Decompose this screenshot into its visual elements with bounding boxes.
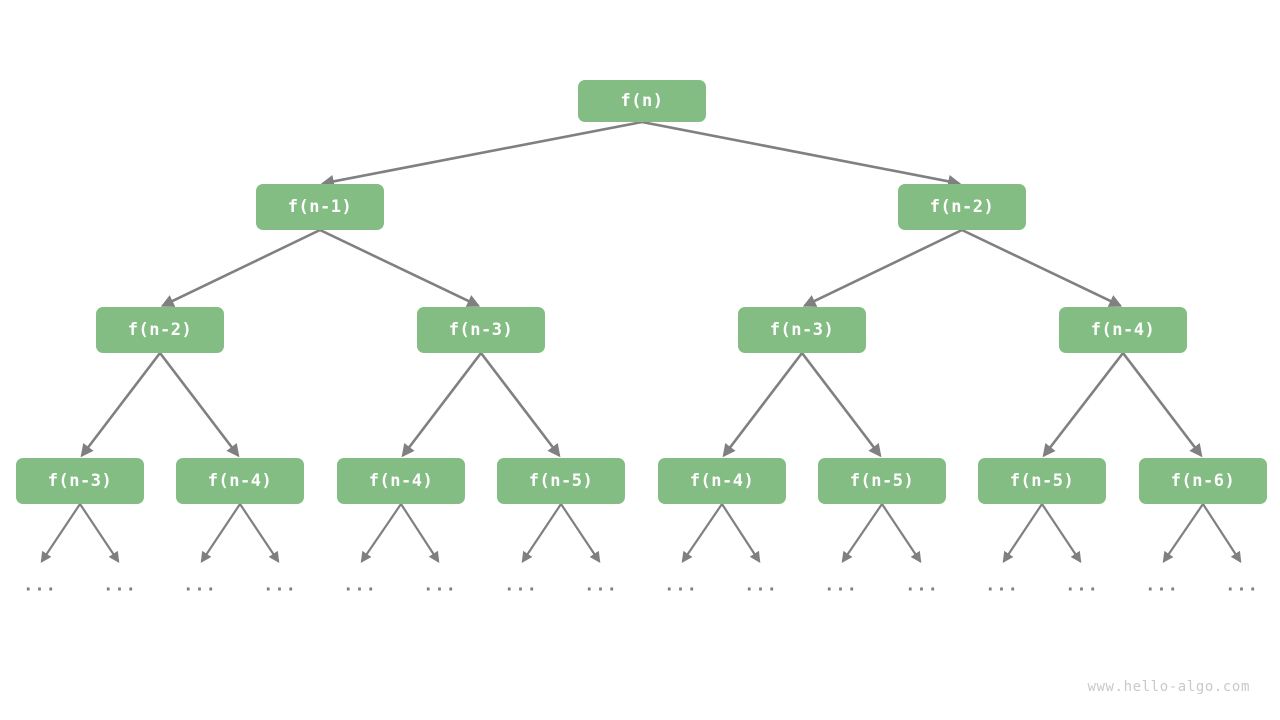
tree-node[interactable]: f(n-2) [96,307,224,353]
tree-edge [802,228,963,307]
tree-node[interactable]: f(n-1) [256,184,384,230]
tree-node[interactable]: f(n-6) [1139,458,1267,504]
tree-edge [1041,503,1082,563]
tree-edge [360,503,402,563]
tree-edge [881,503,922,563]
tree-edge [1202,503,1242,563]
tree-node[interactable]: f(n-4) [176,458,304,504]
tree-edge [1002,503,1043,563]
tree-node[interactable]: f(n) [578,80,706,122]
tree-node[interactable]: f(n-5) [818,458,946,504]
tree-edge [158,352,240,458]
tree-edge [1162,503,1204,563]
tree-edge [239,503,280,563]
tree-node[interactable]: f(n-3) [738,307,866,353]
ellipsis-node: ... [824,575,858,596]
ellipsis-node: ... [1225,575,1259,596]
ellipsis-node: ... [905,575,939,596]
tree-edge [320,120,643,188]
tree-node[interactable]: f(n-4) [337,458,465,504]
tree-edge [641,120,962,188]
ellipsis-node: ... [584,575,618,596]
tree-edge [40,503,81,563]
ellipsis-node: ... [423,575,457,596]
tree-node[interactable]: f(n-5) [978,458,1106,504]
tree-edge [722,352,804,458]
ellipsis-node: ... [664,575,698,596]
tree-edge [400,503,440,563]
tree-edge [961,228,1123,307]
tree-node[interactable]: f(n-3) [417,307,545,353]
tree-edge [160,228,321,307]
tree-edge [79,503,120,563]
ellipsis-node: ... [1065,575,1099,596]
ellipsis-node: ... [183,575,217,596]
tree-edge [1042,352,1125,458]
tree-edge [80,352,162,458]
tree-edge [721,503,761,563]
tree-edge [521,503,562,563]
ellipsis-node: ... [343,575,377,596]
tree-edge [681,503,723,563]
tree-edge [560,503,601,563]
ellipsis-node: ... [985,575,1019,596]
tree-edge [401,352,483,458]
tree-node[interactable]: f(n-4) [1059,307,1187,353]
tree-edge [319,228,481,307]
ellipsis-node: ... [1145,575,1179,596]
tree-edge [841,503,883,563]
ellipsis-node: ... [103,575,137,596]
watermark: www.hello-algo.com [1087,679,1250,695]
tree-edge [1121,352,1203,458]
tree-edge [479,352,561,458]
tree-edge [800,352,882,458]
tree-node[interactable]: f(n-2) [898,184,1026,230]
tree-edge [200,503,241,563]
ellipsis-node: ... [263,575,297,596]
ellipsis-node: ... [23,575,57,596]
tree-node[interactable]: f(n-3) [16,458,144,504]
tree-node[interactable]: f(n-4) [658,458,786,504]
ellipsis-node: ... [744,575,778,596]
ellipsis-node: ... [504,575,538,596]
tree-node[interactable]: f(n-5) [497,458,625,504]
